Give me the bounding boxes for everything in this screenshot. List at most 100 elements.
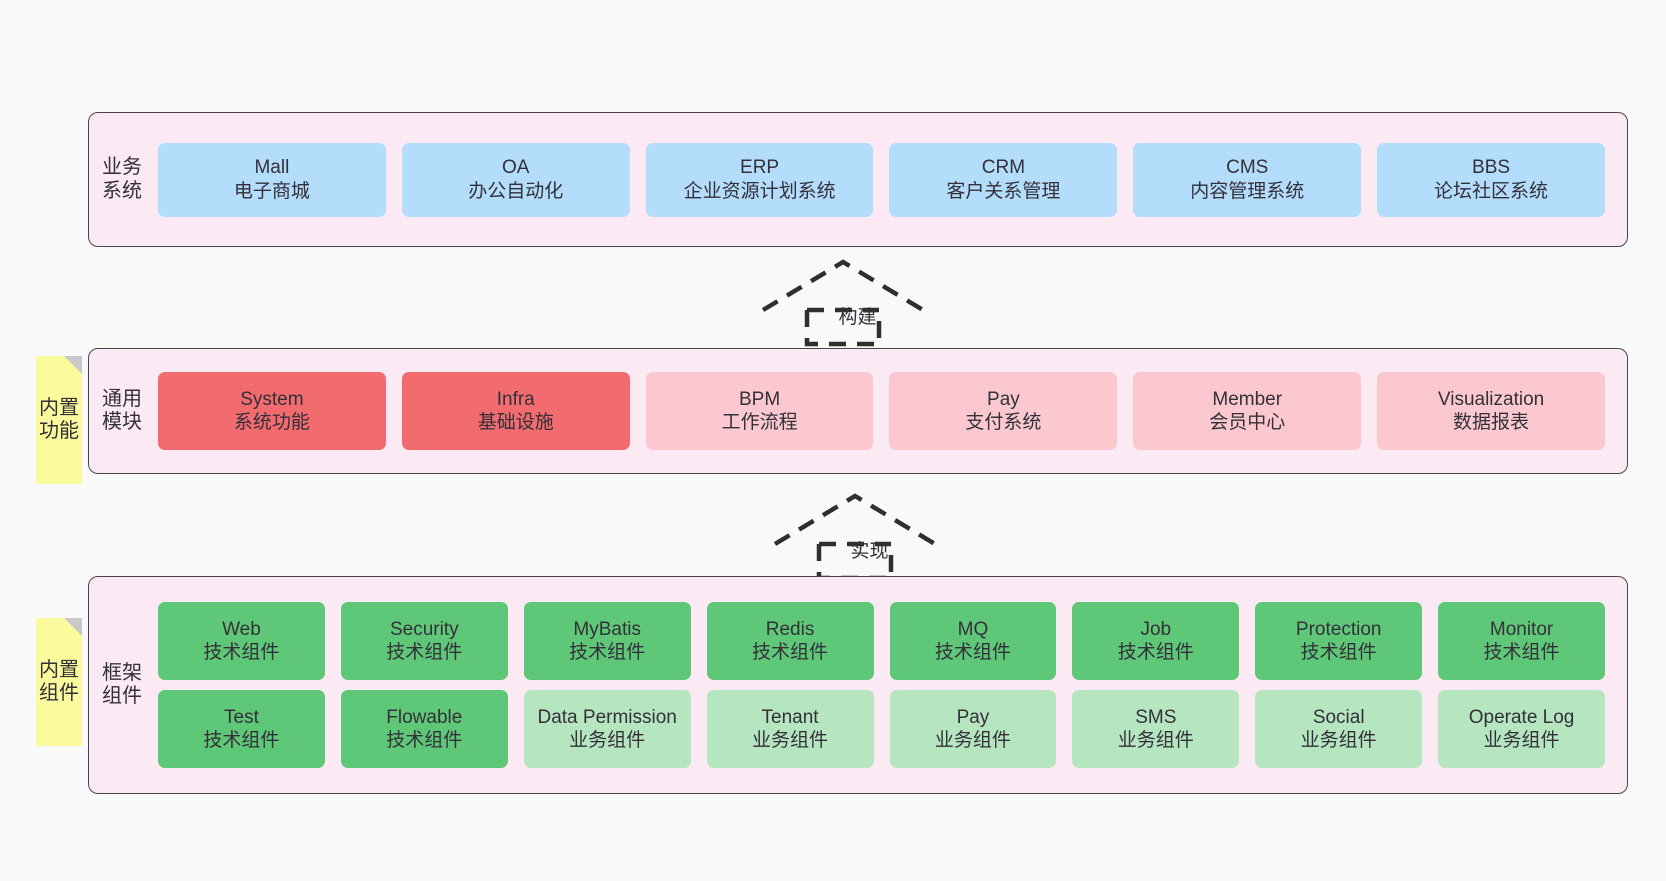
- node-name: OA: [502, 157, 530, 179]
- node-desc: 工作流程: [721, 412, 798, 433]
- connector-build-label: 构建: [838, 307, 877, 328]
- node-bpm[interactable]: BPM 工作流程: [645, 372, 874, 450]
- node-row: Mall 电子商城 OA 办公自动化 ERP 企业资源计划系统 CRM 客户关系…: [150, 142, 1613, 217]
- node-oa[interactable]: OA 办公自动化: [401, 142, 630, 217]
- node-name: SMS: [1135, 706, 1177, 728]
- node-desc: 技术组件: [386, 730, 463, 751]
- node-desc: 基础设施: [477, 412, 554, 433]
- node-mq[interactable]: MQ 技术组件: [889, 602, 1057, 680]
- node-row: Test 技术组件 Flowable 技术组件 Data Permission …: [150, 690, 1613, 768]
- note-builtin-function: 内置功能: [36, 356, 82, 484]
- node-name: CMS: [1226, 157, 1269, 179]
- node-flowable[interactable]: Flowable 技术组件: [340, 690, 508, 768]
- layer-common-module[interactable]: 通用模块 System 系统功能 Infra 基础设施 BPM 工作流程 Pay…: [88, 348, 1628, 474]
- node-security[interactable]: Security 技术组件: [340, 602, 508, 680]
- node-name: Redis: [765, 618, 815, 640]
- node-job[interactable]: Job 技术组件: [1072, 602, 1240, 680]
- node-desc: 业务组件: [1117, 730, 1194, 751]
- node-desc: 内容管理系统: [1190, 180, 1305, 202]
- node-cms[interactable]: CMS 内容管理系统: [1133, 142, 1362, 217]
- node-row: System 系统功能 Infra 基础设施 BPM 工作流程 Pay 支付系统…: [150, 372, 1613, 450]
- node-desc: 业务组件: [934, 730, 1011, 751]
- note-label: 内置组件: [39, 658, 79, 704]
- layer-body-common-module: System 系统功能 Infra 基础设施 BPM 工作流程 Pay 支付系统…: [142, 349, 1627, 473]
- node-name: Pay: [956, 706, 990, 728]
- node-operate-log[interactable]: Operate Log 业务组件: [1438, 690, 1605, 768]
- dashed-generalization-arrow-icon: [761, 259, 925, 347]
- node-crm[interactable]: CRM 客户关系管理: [889, 142, 1118, 217]
- node-social[interactable]: Social 业务组件: [1255, 690, 1423, 768]
- node-name: Flowable: [386, 706, 463, 728]
- node-name: Social: [1312, 706, 1365, 728]
- node-desc: 技术组件: [203, 730, 280, 751]
- node-name: Visualization: [1437, 388, 1545, 410]
- node-name: MyBatis: [573, 618, 641, 640]
- node-desc: 业务组件: [1483, 730, 1560, 751]
- note-fold-icon: [64, 618, 82, 636]
- layer-framework-component[interactable]: 框架组件 Web 技术组件 Security 技术组件 MyBatis 技术组件…: [88, 576, 1628, 794]
- node-name: Pay: [987, 388, 1020, 410]
- node-row: Web 技术组件 Security 技术组件 MyBatis 技术组件 Redi…: [150, 602, 1613, 680]
- node-desc: 业务组件: [1300, 730, 1377, 751]
- node-mybatis[interactable]: MyBatis 技术组件: [523, 602, 691, 680]
- node-redis[interactable]: Redis 技术组件: [706, 602, 874, 680]
- node-pay[interactable]: Pay 支付系统: [889, 372, 1118, 450]
- node-desc: 会员中心: [1209, 412, 1286, 433]
- node-name: Test: [224, 706, 259, 728]
- connector-build: 构建: [760, 258, 955, 347]
- node-mall[interactable]: Mall 电子商城: [158, 142, 386, 217]
- node-desc: 企业资源计划系统: [683, 180, 836, 202]
- node-desc: 支付系统: [965, 412, 1042, 433]
- node-desc: 技术组件: [752, 642, 829, 663]
- node-desc: 数据报表: [1453, 412, 1530, 433]
- layer-title-framework-component: 框架组件: [102, 661, 142, 707]
- node-desc: 技术组件: [386, 642, 463, 663]
- node-desc: 业务组件: [752, 730, 829, 751]
- layer-title-common-module: 通用模块: [102, 387, 142, 433]
- connector-implement-label: 实现: [850, 541, 889, 562]
- node-name: Tenant: [761, 706, 819, 728]
- node-web[interactable]: Web 技术组件: [158, 602, 325, 680]
- node-protection[interactable]: Protection 技术组件: [1255, 602, 1423, 680]
- node-name: ERP: [740, 157, 780, 179]
- node-system[interactable]: System 系统功能: [158, 372, 386, 450]
- node-name: Mall: [254, 157, 290, 179]
- node-desc: 电子商城: [233, 180, 310, 202]
- node-desc: 论坛社区系统: [1434, 180, 1549, 202]
- node-name: System: [240, 388, 304, 410]
- layer-title-business-system: 业务系统: [102, 156, 142, 202]
- layer-business-system[interactable]: 业务系统 Mall 电子商城 OA 办公自动化 ERP 企业资源计划系统 CRM…: [88, 112, 1628, 247]
- node-desc: 技术组件: [1300, 642, 1377, 663]
- layer-body-framework-component: Web 技术组件 Security 技术组件 MyBatis 技术组件 Redi…: [142, 577, 1627, 793]
- node-data-permission[interactable]: Data Permission 业务组件: [523, 690, 691, 768]
- node-name: Operate Log: [1468, 706, 1575, 728]
- node-name: Web: [222, 618, 261, 640]
- node-name: BPM: [738, 388, 781, 410]
- node-desc: 技术组件: [203, 642, 280, 663]
- node-name: BBS: [1472, 157, 1511, 179]
- node-test[interactable]: Test 技术组件: [158, 690, 325, 768]
- note-fold-icon: [64, 356, 82, 374]
- node-monitor[interactable]: Monitor 技术组件: [1438, 602, 1605, 680]
- node-name: Monitor: [1489, 618, 1554, 640]
- note-label: 内置功能: [39, 396, 79, 442]
- node-pay-business[interactable]: Pay 业务组件: [889, 690, 1057, 768]
- node-name: Job: [1140, 618, 1172, 640]
- node-erp[interactable]: ERP 企业资源计划系统: [645, 142, 874, 217]
- node-desc: 技术组件: [934, 642, 1011, 663]
- node-bbs[interactable]: BBS 论坛社区系统: [1377, 142, 1605, 217]
- node-sms[interactable]: SMS 业务组件: [1072, 690, 1240, 768]
- node-member[interactable]: Member 会员中心: [1133, 372, 1362, 450]
- node-name: Infra: [496, 388, 535, 410]
- node-name: MQ: [957, 618, 989, 640]
- node-desc: 业务组件: [569, 730, 646, 751]
- node-tenant[interactable]: Tenant 业务组件: [706, 690, 874, 768]
- note-builtin-component: 内置组件: [36, 618, 82, 746]
- node-desc: 系统功能: [233, 412, 310, 433]
- node-desc: 办公自动化: [468, 180, 564, 202]
- node-desc: 技术组件: [1117, 642, 1194, 663]
- node-desc: 技术组件: [1483, 642, 1560, 663]
- connector-implement: 实现: [772, 492, 967, 581]
- node-visualization[interactable]: Visualization 数据报表: [1377, 372, 1605, 450]
- node-infra[interactable]: Infra 基础设施: [401, 372, 630, 450]
